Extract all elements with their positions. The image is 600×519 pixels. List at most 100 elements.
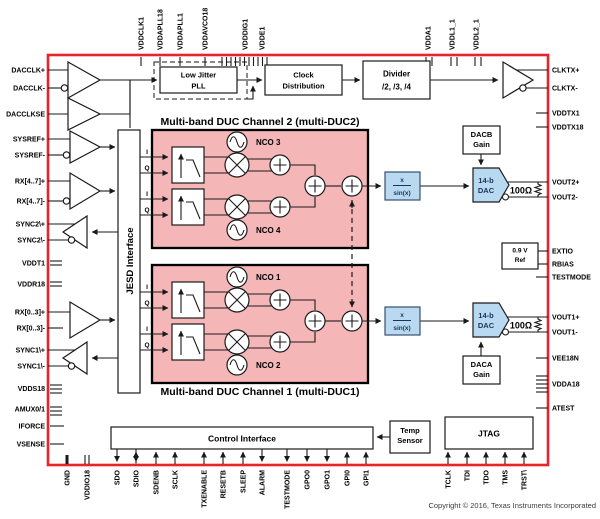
pin-clktx-n: CLKTX- [552, 86, 578, 93]
clktx-buffer [502, 60, 535, 100]
pin-sync2-p: SYNC2\+ [16, 222, 45, 229]
pin-gpi1: GPI1 [364, 470, 371, 486]
jtag-box [444, 416, 534, 450]
temp-sensor-label-1: Temp [400, 426, 420, 435]
blue-block-labels: x sin(x) x sin(x) 14-b DAC 14-b DAC [393, 176, 494, 332]
pin-iforce: IFORCE [19, 424, 46, 431]
inverter-bubble [62, 197, 71, 205]
jesd-duc-wires [140, 154, 169, 353]
dac-a-label-1: 14-b [478, 311, 494, 320]
iq-label-q: Q [144, 207, 149, 214]
pin-sdo: SDO [115, 469, 122, 485]
interp-filter-box [171, 188, 205, 226]
dacb-gain-label-1: DACB [471, 130, 493, 139]
dacclkse-buffer [67, 97, 102, 131]
pin-rx03-p: RX[0..3]+ [15, 310, 45, 317]
io-buffers [60, 60, 535, 376]
interp-filter-box [171, 281, 205, 319]
pin-sync2-n: SYNC2\- [17, 238, 45, 245]
pll-label-1: Low Jitter [181, 71, 217, 80]
blue-blocks [384, 167, 510, 338]
pin-vddtx18: VDDTX18 [552, 125, 584, 132]
inverter-bubble [60, 84, 69, 92]
inverter-bubble [501, 328, 510, 336]
nco-labels: NCO 3 NCO 4 NCO 1 NCO 2 [256, 138, 281, 370]
nco1-label: NCO 1 [256, 273, 281, 282]
iq-label-i: I [146, 284, 148, 291]
pll-label-2: PLL [191, 82, 206, 91]
jesd-label: JESD Interface [125, 227, 136, 294]
daca-gain-label-2: Gain [473, 370, 490, 379]
pin-rx47-n: RX[4..7]- [17, 199, 46, 206]
resistor-label-a: 100Ω [510, 321, 532, 331]
jesd-box [117, 129, 141, 394]
nco3-label: NCO 3 [256, 138, 281, 147]
temp-sensor-label-2: Sensor [397, 436, 423, 445]
control-interface-label: Control Interface [208, 434, 276, 444]
dac-a-label-2: DAC [478, 321, 495, 330]
control-interface-box [110, 426, 374, 450]
iq-label-q: Q [144, 300, 149, 307]
pin-vdda18: VDDA18 [552, 382, 580, 389]
pin-rx03-n: RX[0..3]- [17, 326, 46, 333]
sync1-buffer [61, 340, 88, 376]
pin-vddclk1: VDDCLK1 [139, 17, 146, 50]
pin-tclk: TCLK [446, 470, 453, 489]
top-pin-ticks [140, 57, 482, 66]
block-labels: Low Jitter PLL Clock Distribution Divide… [125, 70, 532, 446]
pin-resetb: RESETB [221, 470, 228, 498]
clock-dist-label-1: Clock [293, 71, 314, 80]
right-pin-ticks [536, 112, 548, 409]
left-pin-ticks [50, 260, 64, 445]
clock-dist-label-2: Distribution [282, 82, 324, 91]
duc2-title: Multi-band DUC Channel 2 (multi-DUC2) [161, 116, 360, 128]
pin-amux01: AMUX0/1 [15, 407, 45, 414]
inverter-bubble [67, 236, 76, 244]
pin-sysref-p: SYSREF+ [13, 137, 45, 144]
pin-sync1-n: SYNC1\- [17, 364, 45, 371]
dac-b-label-1: 14-b [478, 176, 494, 185]
rx03-buffer [69, 300, 102, 340]
pin-sclk: SCLK [173, 470, 180, 489]
ref-label-2: Ref [515, 257, 526, 264]
interp-filter-box [171, 323, 205, 361]
pin-sync1-p: SYNC1\+ [16, 348, 45, 355]
pin-vddavco18: VDDAVCO18 [203, 8, 210, 50]
resistor-label-b: 100Ω [510, 186, 532, 196]
pin-vddl1-1: VDDL1_1 [450, 19, 457, 50]
sinc-box [384, 306, 421, 336]
resistor-symbol [533, 182, 543, 197]
resistor-symbol [533, 317, 543, 332]
pin-vddtx1: VDDTX1 [552, 111, 580, 118]
pin-vdde1: VDDE1 [260, 27, 267, 50]
dsp-circle-glyphs [228, 136, 359, 371]
pin-extio: EXTIO [552, 249, 574, 256]
bottom-pin-ticks [65, 455, 90, 464]
rx47-buffer [69, 171, 102, 211]
divider-box [362, 60, 431, 100]
interp-filter-icons [178, 153, 201, 355]
bottom-pin-labels: GND VDDIO18 SDO SDIO SDENB SCLK TXENABLE… [65, 469, 529, 508]
dacb-gain-label-2: Gain [473, 140, 490, 149]
sinc-den: sin(x) [393, 325, 410, 332]
pin-gpi0: GPI0 [345, 470, 352, 486]
chip-boundary [46, 53, 550, 467]
pin-trst: TRST\ [522, 470, 529, 490]
inverter-bubble [519, 84, 527, 92]
pin-vddapll1: VDDAPLL1 [178, 13, 185, 50]
duc-internal-wires [204, 152, 382, 356]
temp-sensor-box [389, 420, 431, 454]
signal-wires [48, 69, 548, 464]
pin-testmode-right: TESTMODE [552, 275, 591, 282]
pin-dacclk-p: DACCLK+ [11, 68, 45, 75]
jtag-label: JTAG [478, 429, 500, 439]
pin-txenable: TXENABLE [202, 470, 209, 508]
sinc-num: x [400, 177, 404, 184]
pin-vddio18: VDDIO18 [85, 470, 92, 500]
dacb-gain-box [462, 125, 501, 155]
pin-vddapll18: VDDAPLL18 [158, 9, 165, 50]
pin-clktx-p: CLKTX+ [552, 68, 579, 75]
top-pin-labels: VDDCLK1 VDDAPLL18 VDDAPLL1 VDDAVCO18 VDD… [139, 8, 481, 50]
pll-box [159, 66, 238, 94]
